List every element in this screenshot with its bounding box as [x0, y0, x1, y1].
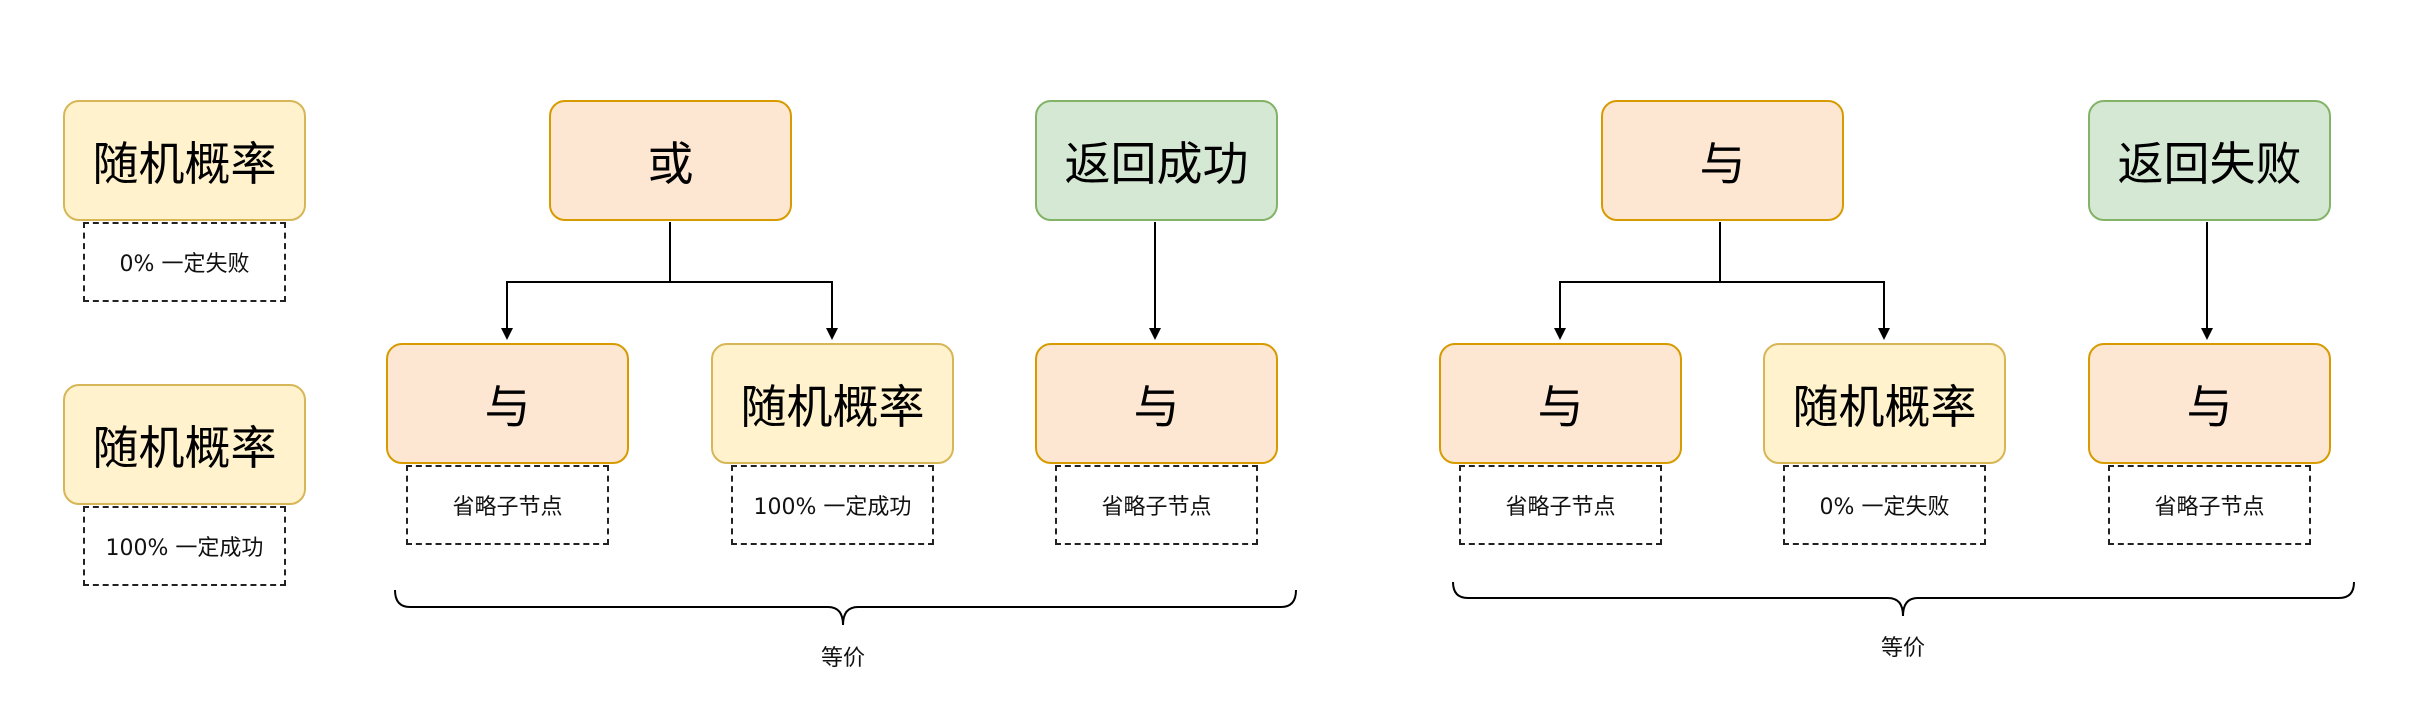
legend-note-bottom: 100% 一定成功 [83, 506, 286, 586]
legend-note-top: 0% 一定失败 [83, 222, 286, 302]
left-and-child-node: 与 [386, 343, 629, 464]
legend-random-node-bottom: 随机概率 [63, 384, 306, 505]
legend-random-node-top: 随机概率 [63, 100, 306, 221]
right-and-root-node: 与 [1601, 100, 1844, 221]
edge-or-to-random [670, 281, 838, 340]
right-and-child-node: 与 [1439, 343, 1682, 464]
note-label: 100% 一定成功 [753, 495, 912, 520]
note-label: 100% 一定成功 [105, 536, 264, 561]
node-label: 随机概率 [740, 379, 925, 434]
node-label: 与 [1133, 379, 1180, 434]
equivalence-brace-left [394, 589, 1297, 626]
right-failure-node: 返回失败 [2088, 100, 2331, 221]
equivalence-brace-right [1452, 581, 2355, 617]
right-random-child-node: 随机概率 [1763, 343, 2006, 464]
left-result-and-note: 省略子节点 [1055, 465, 1258, 545]
edge-and-to-and [1554, 222, 1721, 340]
right-result-and-note: 省略子节点 [2108, 465, 2311, 545]
node-label: 与 [2186, 379, 2233, 434]
right-random-child-note: 0% 一定失败 [1783, 465, 1986, 545]
left-success-node: 返回成功 [1035, 100, 1278, 221]
right-result-and-node: 与 [2088, 343, 2331, 464]
left-equivalence-label: 等价 [820, 646, 866, 671]
left-and-child-note: 省略子节点 [406, 465, 609, 545]
right-and-child-note: 省略子节点 [1459, 465, 1662, 545]
node-label: 随机概率 [92, 136, 277, 191]
left-or-node: 或 [549, 100, 792, 221]
edge-and-to-random [1720, 281, 1890, 340]
left-random-child-note: 100% 一定成功 [731, 465, 934, 545]
node-label: 随机概率 [1792, 379, 1977, 434]
node-label: 或 [647, 136, 694, 191]
note-label: 省略子节点 [452, 495, 563, 520]
node-label: 与 [484, 379, 531, 434]
note-label: 省略子节点 [2154, 495, 2265, 520]
note-label: 0% 一定失败 [119, 252, 250, 277]
left-random-child-node: 随机概率 [711, 343, 954, 464]
node-label: 与 [1699, 136, 1746, 191]
note-label: 省略子节点 [1101, 495, 1212, 520]
right-equivalence-label: 等价 [1880, 636, 1926, 661]
node-label: 返回失败 [2117, 136, 2302, 191]
node-label: 随机概率 [92, 420, 277, 475]
left-result-and-node: 与 [1035, 343, 1278, 464]
edge-or-to-and [501, 222, 671, 340]
note-label: 0% 一定失败 [1819, 495, 1950, 520]
node-label: 与 [1537, 379, 1584, 434]
node-label: 返回成功 [1064, 136, 1249, 191]
note-label: 省略子节点 [1505, 495, 1616, 520]
